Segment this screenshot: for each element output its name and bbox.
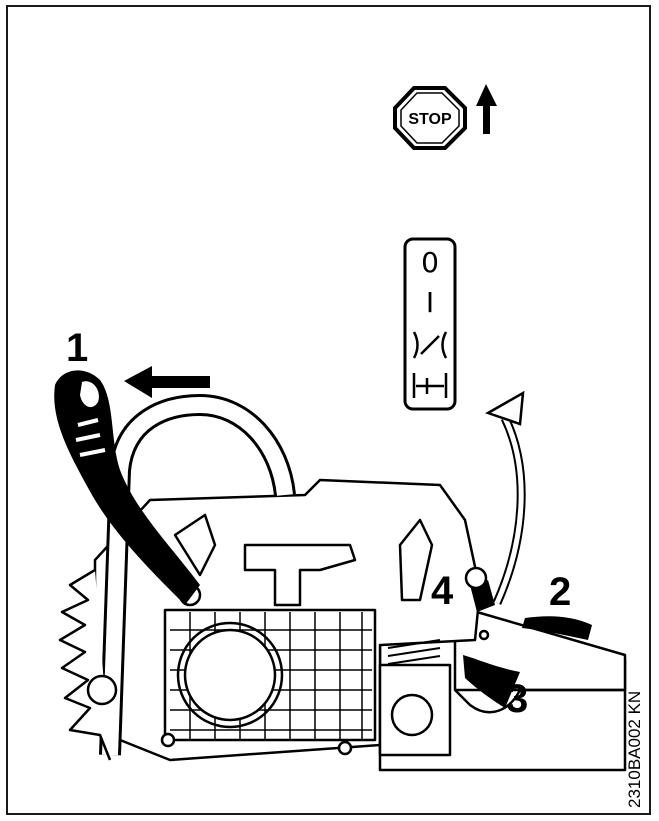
callout-1: 1: [66, 326, 88, 370]
switch-position-0: 0: [421, 246, 439, 279]
figure-code: 2310BA002 KN: [625, 691, 644, 808]
callout-3: 3: [506, 677, 528, 721]
left-arrow-icon: [124, 366, 210, 398]
callout-4: 4: [431, 569, 454, 613]
starter-hub: [185, 630, 275, 720]
callout-2: 2: [549, 570, 571, 614]
curved-arrow-icon: [488, 393, 523, 603]
up-arrow-icon: [476, 84, 497, 134]
switch-position-i: I: [426, 286, 434, 319]
switch-position-indicator: 0 I: [405, 239, 455, 409]
stop-sign-icon: STOP: [395, 88, 465, 148]
stop-sign-label: STOP: [408, 111, 452, 128]
chainsaw-body: [60, 405, 625, 770]
